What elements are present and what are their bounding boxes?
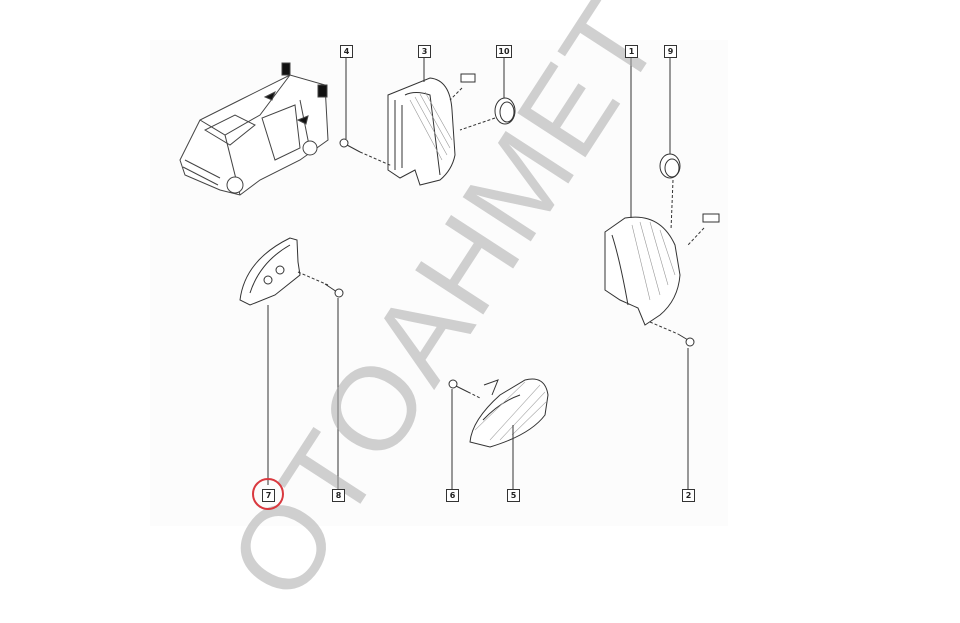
cap-10 [459,57,516,131]
highlight-circle-callout-7 [252,478,284,510]
van-illustration [179,62,329,196]
screw-4 [339,57,393,167]
callout-5: 5 [507,489,520,502]
part-1-housing [604,57,681,326]
screw-8 [324,283,344,490]
callout-4: 4 [340,45,353,58]
callout-3: 3 [418,45,431,58]
callout-10: 10 [496,45,512,58]
part-7-lamp-base [239,237,329,485]
part-3-housing [387,57,456,186]
callout-1: 1 [625,45,638,58]
callout-9: 9 [664,45,677,58]
part-5-lens [469,378,549,490]
screw-2 [649,321,695,490]
callout-6: 6 [446,489,459,502]
clip-label-3 [460,73,476,83]
screw-6 [448,379,481,490]
parts-diagram [179,57,720,490]
clip-label-1 [702,213,720,223]
cap-9 [659,57,681,231]
callout-2: 2 [682,489,695,502]
callout-8: 8 [332,489,345,502]
